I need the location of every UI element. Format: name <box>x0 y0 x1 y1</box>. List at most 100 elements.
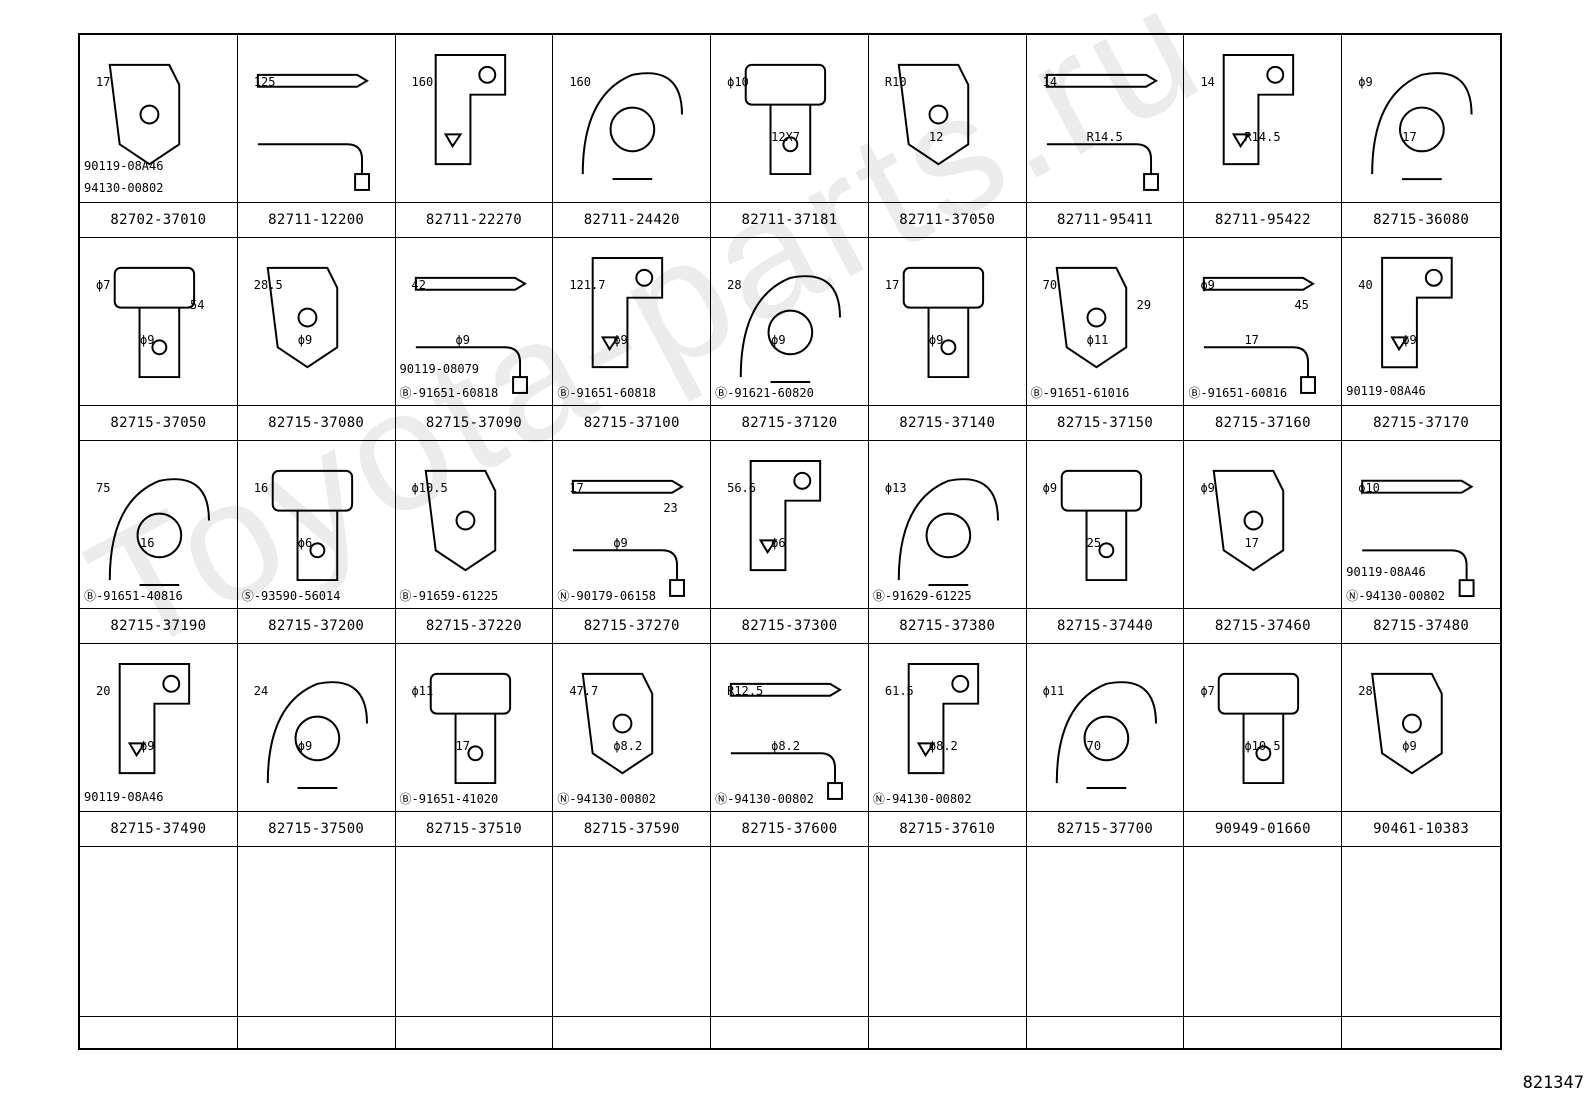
part-number[interactable]: 82715-37170 <box>1342 406 1500 441</box>
part-number[interactable]: 82715-37460 <box>1184 609 1343 644</box>
part-number[interactable]: 82711-37050 <box>868 203 1027 238</box>
part-sketch <box>1361 479 1475 598</box>
fastener-note: 90119-08A46 <box>84 159 164 173</box>
part-number[interactable]: 82715-37590 <box>553 812 712 847</box>
part-number[interactable]: 82711-95411 <box>1026 203 1185 238</box>
dimension-label: 14 <box>1042 75 1058 89</box>
empty-cell <box>1027 1017 1185 1048</box>
dimension-label: 17 <box>569 481 584 495</box>
part-number[interactable]: 82711-37181 <box>711 203 869 238</box>
part-number[interactable]: 82715-37120 <box>711 406 869 441</box>
fastener-note: Ⓝ-94130-00802 <box>1346 589 1445 603</box>
part-sketch <box>118 663 191 775</box>
part-number[interactable]: 82715-37610 <box>868 812 1027 847</box>
part-sketch <box>1045 73 1159 191</box>
dimension-label: ϕ9 <box>1402 333 1417 347</box>
empty-cell <box>1184 847 1343 1017</box>
dimension-label: 61.5 <box>884 684 914 698</box>
part-number[interactable]: 82715-37270 <box>553 609 712 644</box>
dimension-label: 56.6 <box>727 481 757 495</box>
dimension-label: ϕ9 <box>613 536 628 550</box>
part-sketch <box>581 672 654 775</box>
part-number[interactable]: 82715-37490 <box>80 812 238 847</box>
part-number[interactable]: 82711-12200 <box>237 203 396 238</box>
part-number[interactable]: 90949-01660 <box>1184 812 1343 847</box>
part-number[interactable]: 82715-37090 <box>395 406 554 441</box>
part-number[interactable]: 90461-10383 <box>1342 812 1500 847</box>
part-number[interactable]: 82715-37150 <box>1026 406 1185 441</box>
fastener-note: 94130-00802 <box>84 181 164 195</box>
part-sketch <box>266 266 338 369</box>
dimension-label: ϕ9 <box>455 333 470 347</box>
part-number[interactable]: 82702-37010 <box>80 203 238 238</box>
part-number[interactable]: 82711-24420 <box>553 203 712 238</box>
part-number[interactable]: 82715-37200 <box>237 609 396 644</box>
empty-cell <box>1184 1017 1343 1048</box>
part-number[interactable]: 82715-37380 <box>868 609 1027 644</box>
dimension-label: 20 <box>96 684 111 698</box>
fastener-note: Ⓑ-91651-61016 <box>1030 386 1130 400</box>
part-number[interactable]: 82715-37600 <box>711 812 869 847</box>
fastener-note: Ⓝ-90179-06158 <box>557 589 657 603</box>
empty-cell <box>711 847 869 1017</box>
dimension-label: ϕ7 <box>96 278 111 292</box>
part-sketch <box>729 682 844 800</box>
part-number[interactable]: 82715-37080 <box>237 406 396 441</box>
part-sketch <box>108 478 210 587</box>
part-number[interactable]: 82715-37160 <box>1184 406 1343 441</box>
part-number[interactable]: 82711-22270 <box>395 203 554 238</box>
part-number[interactable]: 82715-37510 <box>395 812 554 847</box>
part-number[interactable]: 82715-37140 <box>868 406 1027 441</box>
empty-cell <box>396 1017 554 1048</box>
part-sketch <box>907 663 980 775</box>
part-number[interactable]: 82715-36080 <box>1342 203 1500 238</box>
empty-cell <box>237 847 396 1017</box>
dimension-label: 17 <box>1244 536 1259 550</box>
part-sketch <box>1203 276 1317 394</box>
part-sketch <box>1213 469 1285 572</box>
diagram-code: 821347 <box>1522 1073 1584 1093</box>
part-number[interactable]: 82711-95422 <box>1184 203 1343 238</box>
fastener-note: Ⓝ-94130-00802 <box>557 792 657 806</box>
empty-cell <box>1342 847 1500 1017</box>
empty-cell <box>1026 847 1185 1017</box>
part-number[interactable]: 82715-37050 <box>80 406 238 441</box>
fastener-note: Ⓑ-91651-60818 <box>557 386 657 400</box>
fastener-note: Ⓑ-91659-61225 <box>399 589 499 603</box>
part-sketch <box>1218 672 1300 785</box>
part-number[interactable]: 82715-37220 <box>395 609 554 644</box>
part-number[interactable]: 82715-37190 <box>80 609 238 644</box>
empty-cell <box>869 1017 1027 1048</box>
part-illustration: 125 <box>237 35 396 203</box>
fastener-note: 90119-08A46 <box>1346 565 1426 579</box>
fastener-note: Ⓝ-94130-00802 <box>872 792 972 806</box>
part-sketch <box>897 478 999 587</box>
dimension-label: 16 <box>253 481 269 495</box>
dimension-label: 28.5 <box>253 278 283 292</box>
dimension-label: 160 <box>569 75 592 89</box>
part-number[interactable]: 82715-37700 <box>1026 812 1185 847</box>
fastener-note: Ⓑ-91651-60818 <box>399 386 499 400</box>
part-number[interactable]: 82715-37500 <box>237 812 396 847</box>
part-number[interactable]: 82715-37480 <box>1342 609 1500 644</box>
part-number[interactable]: 82715-37300 <box>711 609 869 644</box>
part-number[interactable]: 82715-37440 <box>1026 609 1185 644</box>
dimension-label: ϕ9 <box>613 333 628 347</box>
dimension-label: 28 <box>727 278 742 292</box>
part-number[interactable]: 82715-37100 <box>553 406 712 441</box>
